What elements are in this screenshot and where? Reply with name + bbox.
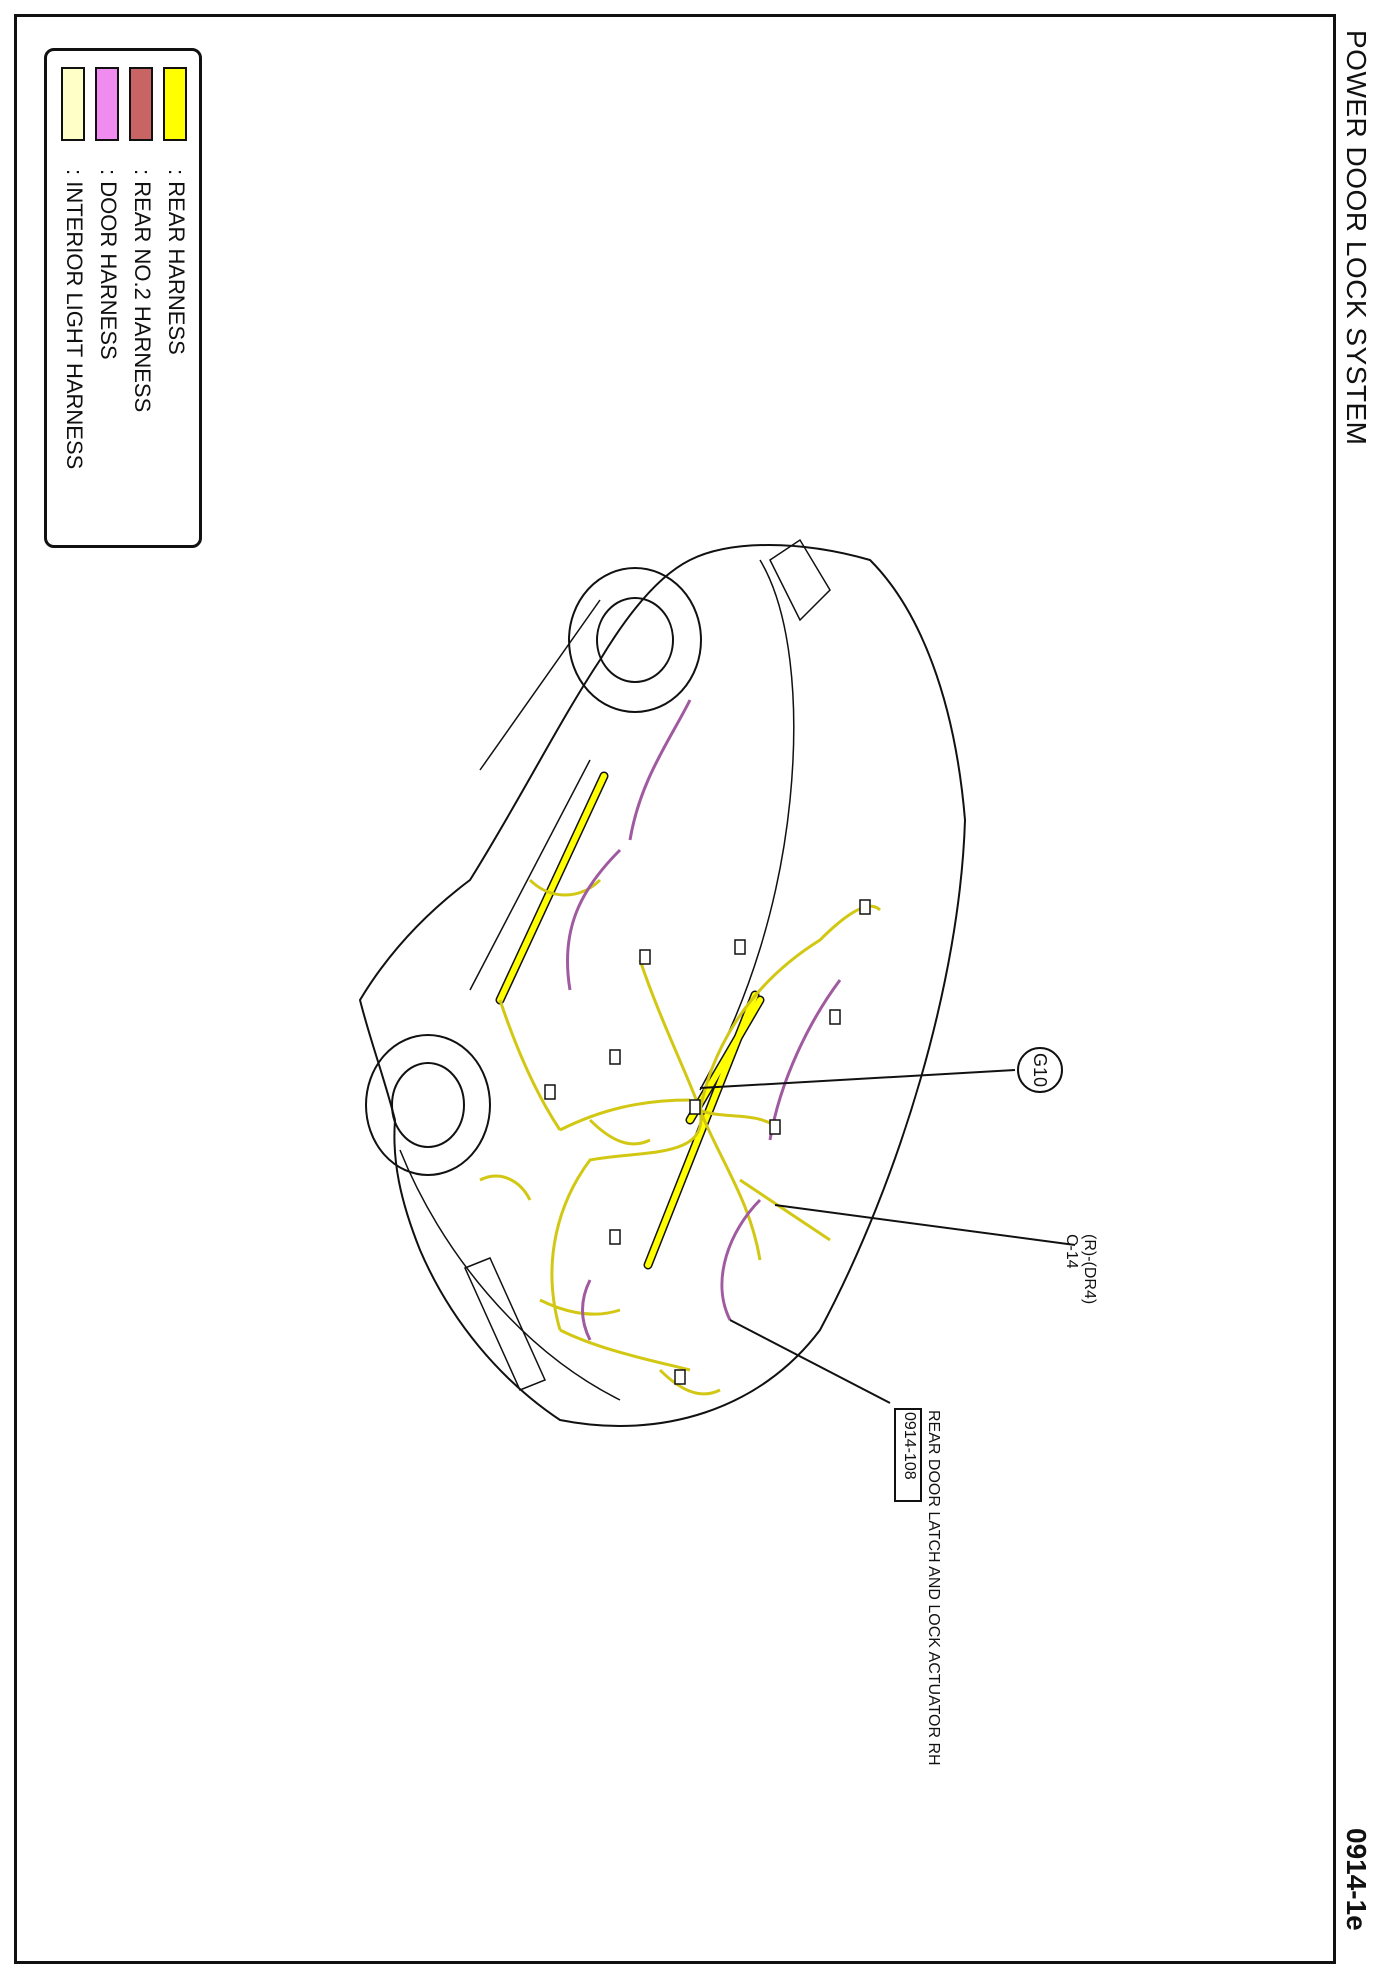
rear-wheel	[568, 567, 702, 713]
component-label: REAR DOOR LATCH AND LOCK ACTUATOR RH	[925, 1410, 942, 1766]
rear-harness-wires	[495, 771, 765, 1270]
connector-label-line1: (R)-(DR4)	[1081, 1234, 1098, 1305]
front-wheel-hub	[391, 1062, 465, 1148]
callout-leader-lines	[699, 1069, 1076, 1404]
legend-swatch-door-harness	[95, 67, 119, 141]
vehicle-lower-line	[399, 1149, 621, 1401]
vehicle-side-line	[479, 599, 601, 771]
vehicle-rear-glass-outline	[769, 538, 831, 622]
legend-swatch-interior-light-harness	[61, 67, 85, 141]
vehicle-sill-line	[469, 759, 591, 991]
ground-point-label: G10	[1030, 1053, 1050, 1088]
front-wheel	[365, 1034, 491, 1176]
rear-wheel-hub	[596, 597, 674, 683]
connector-label-line2: C-14	[1063, 1234, 1080, 1269]
page-border	[14, 14, 1336, 1964]
component-ref-box	[894, 1408, 922, 1502]
vehicle-window-line	[699, 559, 795, 1091]
component-ref-label: 0914-108	[901, 1412, 918, 1480]
g10-ground-circle	[1017, 1047, 1063, 1093]
harness-legend: : REAR HARNESS : REAR NO.2 HARNESS : DOO…	[44, 48, 202, 548]
rear-harness-branches	[479, 878, 882, 1396]
license-plate-outline	[463, 1257, 547, 1391]
legend-swatch-rear-harness	[163, 67, 187, 141]
vehicle-body-outline	[358, 544, 967, 1427]
door-harness-wires	[565, 699, 842, 1341]
legend-swatch-rear-no2-harness	[129, 67, 153, 141]
harness-connectors	[544, 899, 871, 1385]
